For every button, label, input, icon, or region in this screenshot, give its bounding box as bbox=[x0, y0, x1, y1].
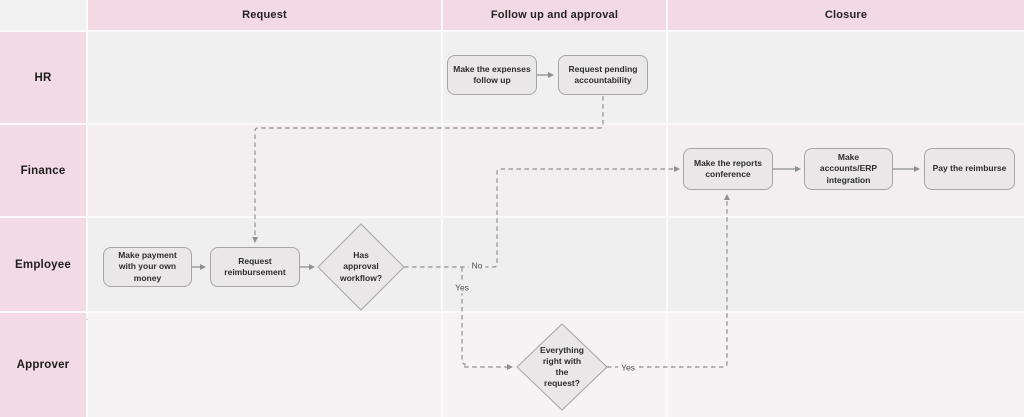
stray-mark: ˇ bbox=[86, 320, 88, 326]
lane-label-finance: Finance bbox=[0, 125, 86, 216]
dashed-yes-to-approver-decision bbox=[461, 267, 513, 370]
lane-cell-hr-request bbox=[88, 32, 441, 123]
node-request-reimbursement[interactable]: Request reimbursement bbox=[210, 247, 300, 287]
node-make-accounts-erp-integration[interactable]: Make accounts/ERP integration bbox=[804, 148, 893, 190]
phase-header-follow-up: Follow up and approval bbox=[443, 0, 666, 30]
lane-label-text: Finance bbox=[20, 164, 66, 177]
lane-label-text: Approver bbox=[16, 359, 70, 371]
node-request-pending-accountability[interactable]: Request pending accountability bbox=[558, 55, 648, 95]
edge-label-no: No bbox=[468, 260, 486, 272]
phase-header-label: Closure bbox=[824, 9, 868, 21]
node-label: Has approval workflow? bbox=[339, 250, 383, 283]
dashed-yes-to-reports-conference bbox=[607, 194, 730, 368]
lane-cell-finance-request bbox=[88, 125, 441, 216]
node-make-expenses-follow-up[interactable]: Make the expenses follow up bbox=[447, 55, 537, 95]
lane-label-hr: HR bbox=[0, 32, 86, 123]
lane-cell-finance-follow-up bbox=[443, 125, 666, 216]
phase-header-closure: Closure bbox=[668, 0, 1024, 30]
node-label: Make payment with your own money bbox=[118, 249, 177, 283]
decision-label-has-approval-workflow: Has approval workflow? bbox=[337, 240, 385, 294]
lane-label-employee: Employee bbox=[0, 218, 86, 311]
node-label: Request reimbursement bbox=[224, 255, 286, 277]
node-label: Everything right with the request? bbox=[540, 344, 584, 389]
decision-everything-right-request[interactable] bbox=[516, 323, 608, 411]
lane-cell-hr-closure bbox=[668, 32, 1024, 123]
node-label: Make the reports conference bbox=[693, 157, 763, 179]
edge-label-yes-approver: Yes bbox=[618, 362, 638, 374]
node-pay-the-reimburse[interactable]: Pay the reimburse bbox=[924, 148, 1015, 190]
edge-label-yes-employee: Yes bbox=[452, 282, 472, 294]
decision-label-everything-right: Everything right with the request? bbox=[537, 336, 587, 398]
dashed-no-to-reports-conference bbox=[404, 166, 680, 268]
lane-label-text: Employee bbox=[15, 258, 71, 271]
node-make-reports-conference[interactable]: Make the reports conference bbox=[683, 148, 773, 190]
lane-label-text: HR bbox=[34, 71, 52, 84]
lane-cell-approver-request bbox=[88, 313, 441, 417]
node-label: Make the expenses follow up bbox=[453, 63, 531, 85]
lane-label-approver: Approver bbox=[0, 313, 86, 417]
phase-header-label: Follow up and approval bbox=[490, 9, 619, 21]
node-make-payment-own-money[interactable]: Make payment with your own money bbox=[103, 247, 192, 287]
decision-has-approval-workflow[interactable] bbox=[317, 223, 405, 311]
phase-header-request: Request bbox=[88, 0, 441, 30]
node-label: Request pending accountability bbox=[568, 63, 638, 85]
phase-header-label: Request bbox=[242, 9, 287, 21]
dashed-pending-to-reimbursement bbox=[252, 96, 604, 243]
node-label: Pay the reimburse bbox=[932, 163, 1007, 174]
corner-cell bbox=[0, 0, 86, 30]
node-label: Make accounts/ERP integration bbox=[819, 151, 878, 185]
